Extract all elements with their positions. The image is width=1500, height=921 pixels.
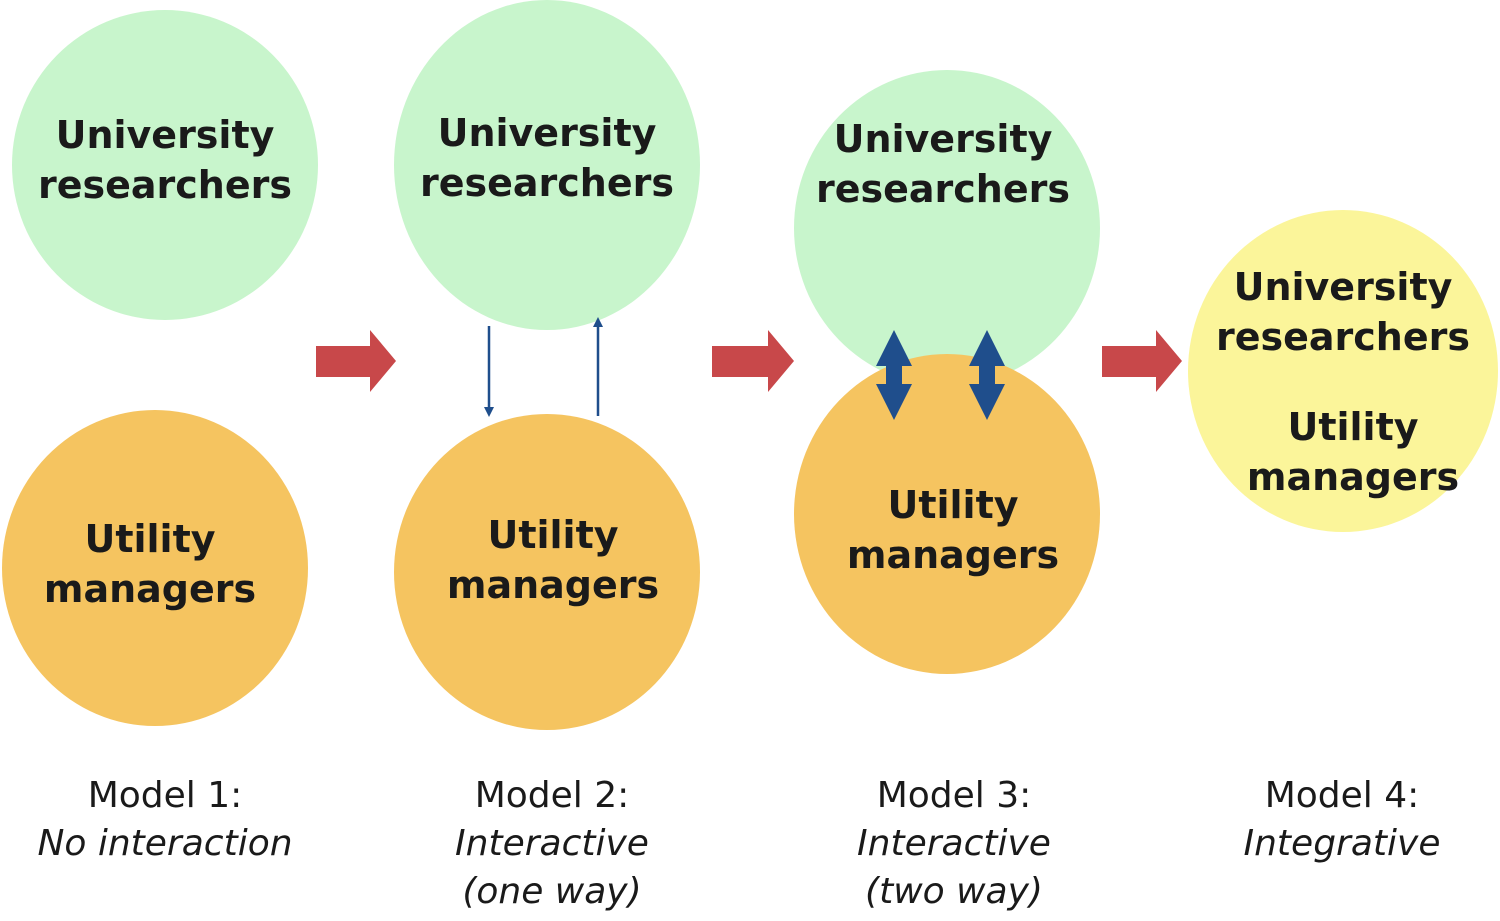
model3-managers-label: Utility managers xyxy=(846,483,1060,577)
model3-caption: Model 3: Interactive (two way) xyxy=(804,772,1104,916)
model3-two-way-arrow-right xyxy=(969,330,1005,420)
model1-researchers-label: University researchers xyxy=(38,113,292,207)
model4-managers-label: Utility managers xyxy=(1246,405,1460,499)
model3-subtitle-line1: Interactive xyxy=(857,823,1051,864)
model4-caption: Model 4: Integrative xyxy=(1192,772,1492,868)
progression-arrow-3-4 xyxy=(1102,330,1182,392)
model4-integrated-circle xyxy=(1188,210,1498,532)
model1-researchers-circle xyxy=(12,10,318,320)
model4-title: Model 4: xyxy=(1264,775,1420,816)
model2-researchers-label: University researchers xyxy=(420,111,674,205)
model2-researchers-circle xyxy=(394,0,700,330)
progression-arrow-1-2 xyxy=(316,330,396,392)
model1-managers-label: Utility managers xyxy=(43,517,257,611)
model1-managers-circle xyxy=(2,410,308,726)
model3-researchers-circle xyxy=(794,70,1100,386)
model1-title: Model 1: xyxy=(87,775,243,816)
model3-two-way-arrow-left xyxy=(876,330,912,420)
model3-title: Model 3: xyxy=(876,775,1032,816)
model4-researchers-label: University researchers xyxy=(1216,265,1470,359)
model2-managers-label: Utility managers xyxy=(446,513,660,607)
model1-subtitle: No interaction xyxy=(37,823,293,864)
progression-arrow-2-3 xyxy=(712,330,794,392)
model2-subtitle-line1: Interactive xyxy=(455,823,649,864)
model2-subtitle-line2: (one way) xyxy=(462,871,642,912)
model1-caption: Model 1: No interaction xyxy=(15,772,315,868)
model3-managers-circle xyxy=(794,354,1100,674)
model2-managers-circle xyxy=(394,414,700,730)
model3-subtitle-line2: (two way) xyxy=(865,871,1043,912)
model4-subtitle: Integrative xyxy=(1243,823,1441,864)
model2-caption: Model 2: Interactive (one way) xyxy=(402,772,702,916)
model3-researchers-label: University researchers xyxy=(816,117,1070,211)
model2-title: Model 2: xyxy=(474,775,630,816)
